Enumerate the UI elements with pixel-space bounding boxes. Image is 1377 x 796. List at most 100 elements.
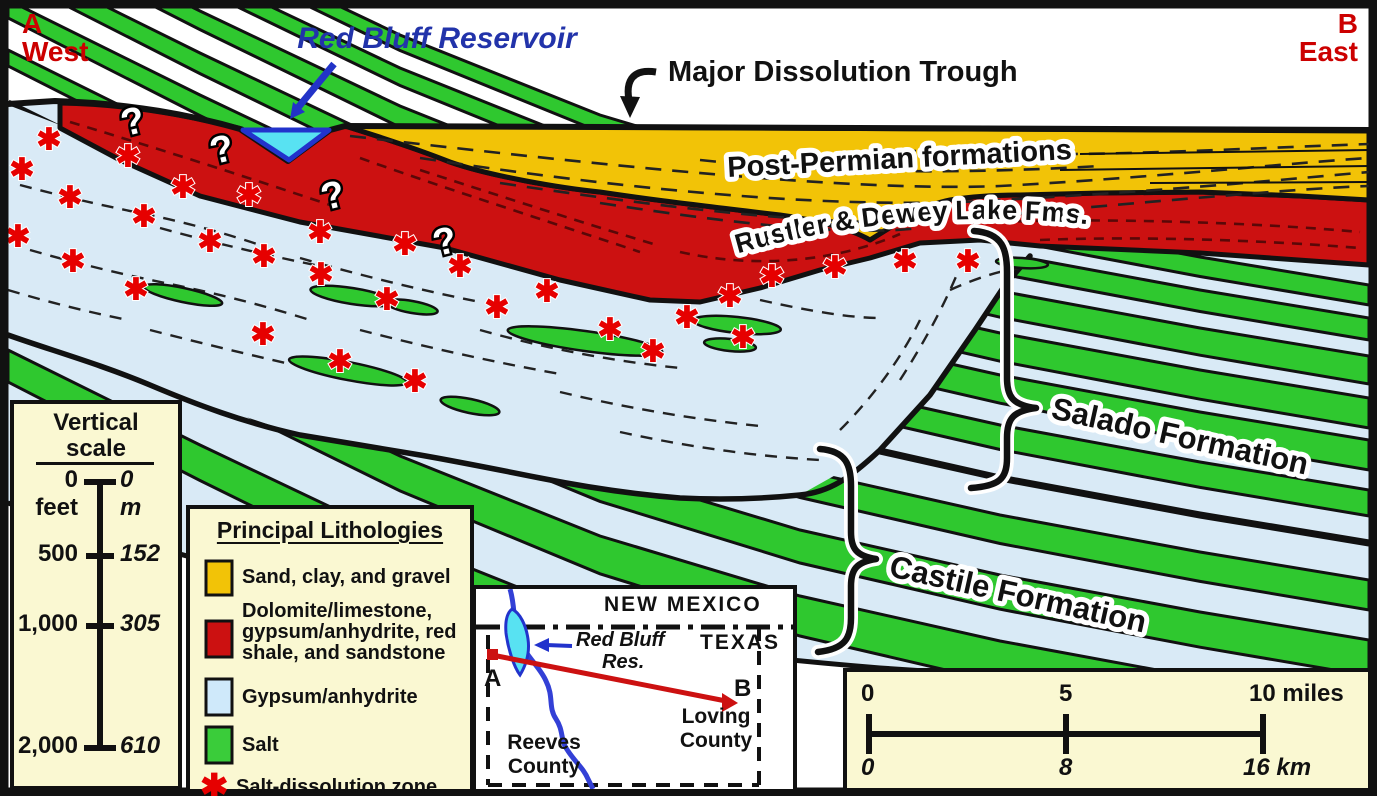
salt-dissolution-asterisk: ✱: [60, 246, 85, 279]
vertical-scale-ruler: [84, 479, 116, 751]
km-8: 8: [1059, 754, 1073, 781]
salt-dissolution-asterisk: ✱: [9, 154, 34, 187]
salt-dissolution-residue-zone: [8, 105, 1030, 498]
salt-dissolution-asterisk: ✱: [717, 281, 742, 314]
map-b-label: B: [734, 675, 752, 702]
inset-map-canvas: [476, 589, 793, 789]
endpoint-b-label: B: [1338, 8, 1358, 39]
salt-lens: [287, 355, 409, 387]
reservoir-water: [240, 127, 332, 163]
horizontal-scale-bar-panel: 0 5 10 miles 0 8 16 km: [843, 668, 1372, 792]
salt-dissolution-asterisk: ✱: [123, 274, 148, 307]
salt-dissolution-asterisk: ✱: [374, 284, 399, 317]
salt-lens: [506, 325, 664, 357]
red-bluff-res-label-1: Red Bluff: [576, 629, 665, 651]
legend-item-dissolution: Salt-dissolution zone: [236, 776, 438, 796]
m-unit: m: [120, 494, 142, 521]
legend-item-sand: Sand, clay, and gravel: [242, 566, 451, 588]
post-permian-sublayer-lines: [1059, 149, 1370, 184]
km-0: 0: [861, 754, 875, 781]
salt-dissolution-asterisk: ✱: [822, 252, 847, 285]
m-0: 0: [120, 466, 134, 493]
new-mexico-label: NEW MEXICO: [604, 593, 762, 616]
section-line-a-b: [487, 649, 738, 712]
inset-location-map: NEW MEXICO TEXAS Red Bluff Res. A B Lovi…: [472, 585, 797, 793]
texas-label: TEXAS: [700, 631, 781, 654]
miles-10: 10 miles: [1249, 680, 1344, 707]
loving-county-label-1: Loving: [681, 705, 751, 728]
dissolution-asterisk-icon: ✱: [200, 768, 229, 796]
salado-brace: [964, 224, 1043, 495]
feet-500: 500: [37, 540, 78, 567]
feet-2000: 2,000: [17, 732, 78, 759]
salt-dissolution-asterisk: ✱: [250, 319, 275, 352]
reservoir-arrow-icon: [290, 61, 337, 119]
reeves-county-label-1: Reeves: [507, 731, 581, 754]
loving-county-label-2: County: [679, 729, 753, 752]
km-16: 16 km: [1243, 754, 1312, 781]
red-bluff-res-label-2: Res.: [602, 651, 645, 673]
salt-dissolution-asterisk: ✱: [955, 246, 980, 279]
salt-dissolution-asterisk: ✱: [759, 261, 784, 294]
trough-label: Major Dissolution Trough: [668, 56, 1018, 88]
m-305: 305: [120, 610, 161, 637]
salt-lens: [439, 395, 501, 417]
legend-item-dolomite: Dolomite/limestone, gypsum/anhydrite, re…: [242, 600, 457, 664]
post-permian-dash-texture: [349, 134, 1370, 233]
salt-lens: [702, 337, 758, 353]
salt-dissolution-asterisk: ✱: [5, 221, 30, 254]
m-610: 610: [120, 732, 161, 759]
vertical-scale-panel: Vertical scale 0 feet 500 1,000 2,000 0 …: [10, 400, 182, 790]
salt-dissolution-asterisk: ✱: [36, 124, 61, 157]
feet-unit: feet: [35, 494, 78, 521]
castile-brace: [811, 442, 883, 659]
feet-0: 0: [64, 466, 78, 493]
vertical-scale-title-2: scale: [65, 435, 127, 462]
salt-dissolution-asterisk: ✱: [892, 246, 917, 279]
west-label: West: [22, 36, 88, 67]
dissolution-front-line: [5, 253, 1033, 502]
east-label: East: [1299, 36, 1358, 67]
salt-dissolution-asterisk: ✱: [484, 292, 509, 325]
reservoir-label: Red Bluff Reservoir: [297, 22, 579, 55]
vertical-scale-underline: [36, 462, 154, 465]
gypsum-swatch-icon: [204, 677, 234, 717]
salt-dissolution-asterisk: ✱: [730, 322, 755, 355]
dolomite-swatch-icon: [204, 619, 234, 659]
sand-swatch-icon: [204, 559, 234, 597]
residue-dash-texture: [7, 183, 1021, 462]
salt-dissolution-asterisk: ✱: [170, 172, 195, 205]
salt-dissolution-markers: ✱✱✱✱✱✱✱✱✱✱✱✱✱✱✱✱✱✱✱✱✱✱✱✱✱✱✱✱✱✱✱: [4, 123, 981, 400]
feet-1000: 1,000: [17, 610, 78, 637]
salt-dissolution-asterisk: ✱: [392, 229, 417, 262]
salt-dissolution-asterisk: ✱: [131, 201, 156, 234]
salt-swatch-icon: [204, 725, 234, 765]
trough-arrow-icon: [620, 67, 657, 118]
lithology-legend-panel: Principal Lithologies Sand, clay, and gr…: [186, 505, 474, 796]
salt-lens: [385, 298, 439, 316]
salt-lens: [142, 282, 224, 308]
salt-dissolution-asterisk: ✱: [57, 182, 82, 215]
salt-dissolution-asterisk: ✱: [308, 259, 333, 292]
miles-5: 5: [1059, 680, 1073, 707]
legend-item-salt: Salt: [242, 734, 279, 756]
salt-dissolution-asterisk: ✱: [402, 366, 427, 399]
salt-dissolution-asterisk: ✱: [251, 241, 276, 274]
salt-dissolution-asterisk: ✱: [115, 141, 140, 174]
salt-dissolution-asterisk: ✱: [534, 276, 559, 309]
salt-lens: [691, 314, 783, 336]
reeves-county-label-2: County: [507, 755, 581, 778]
scale-bar-canvas: [866, 714, 1266, 754]
redbed-dash-texture: [69, 120, 1361, 263]
salt-dissolution-asterisk: ✱: [447, 251, 472, 284]
res-arrow-icon: [534, 638, 573, 652]
m-152: 152: [120, 540, 161, 567]
miles-0: 0: [861, 680, 875, 707]
legend-item-gypsum: Gypsum/anhydrite: [242, 686, 418, 708]
map-a-label: A: [484, 665, 502, 692]
salt-dissolution-asterisk: ✱: [327, 346, 352, 379]
reservoir-shape: [504, 607, 530, 678]
vertical-scale-title-1: Vertical: [53, 409, 139, 436]
endpoint-a-label: A: [22, 8, 42, 39]
